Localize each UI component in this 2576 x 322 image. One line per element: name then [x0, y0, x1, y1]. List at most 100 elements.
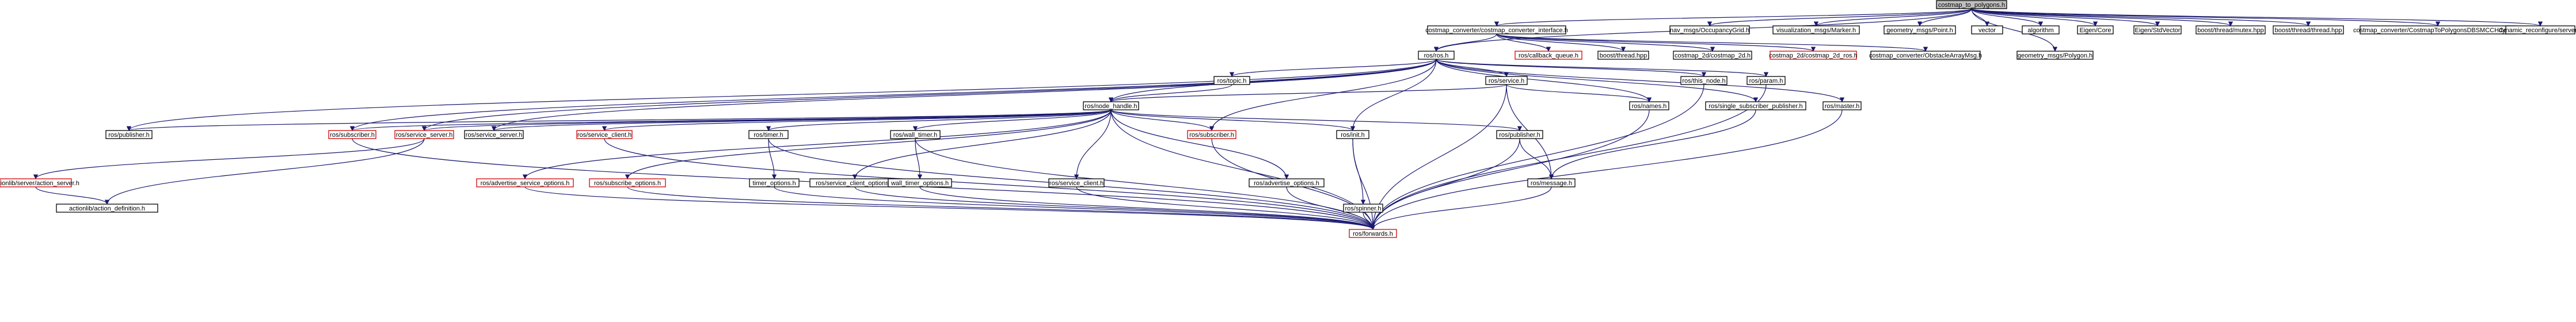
node-ros-wall-timer-h[interactable]: ros/wall_timer.h: [890, 130, 941, 139]
node-label: costmap_converter/costmap_converter_inte…: [1425, 27, 1568, 34]
node-ros-timer-h[interactable]: ros/timer.h: [748, 130, 789, 139]
node-box: [1213, 76, 1250, 85]
node-box: [1669, 25, 1750, 34]
node-label: ros/callback_queue.h: [1519, 52, 1578, 59]
node-ros-service-client-h[interactable]: ros/service_client.h: [576, 130, 633, 139]
node-ros-init-h[interactable]: ros/init.h: [1336, 130, 1369, 139]
edge-nodehandle-to-advsrvopts: [522, 109, 1112, 179]
node-box: [1485, 76, 1528, 85]
edge-nodehandle-to-svcclientopts: [852, 109, 1112, 179]
edge-master-to-forwards: [1370, 109, 1843, 230]
node-boost-thread-mutex-hpp[interactable]: boost/thread/mutex.hpp: [2196, 25, 2266, 34]
node-boost-thread-thread-hpp[interactable]: boost/thread/thread.hpp: [2273, 25, 2344, 34]
node-ros-forwards-h[interactable]: ros/forwards.h: [1349, 229, 1397, 238]
node-box: [2273, 25, 2344, 34]
node-ros-this-node-h[interactable]: ros/this_node.h: [1680, 76, 1728, 85]
node-ros-subscriber-h[interactable]: ros/subscriber.h: [1187, 130, 1236, 139]
node-ros-service-h[interactable]: ros/service.h: [1485, 76, 1528, 85]
node-ros-ros-h[interactable]: ros/ros.h: [1418, 51, 1455, 60]
node-ros-spinner-h[interactable]: ros/spinner.h: [1343, 204, 1383, 213]
node-wall-timer-options-h[interactable]: wall_timer_options.h: [888, 178, 952, 187]
node-label: visualization_msgs/Marker.h: [1776, 27, 1856, 34]
node-label: ros/master.h: [1825, 103, 1860, 110]
node-ros-subscriber-h[interactable]: ros/subscriber.h: [328, 130, 376, 139]
node-ros-subscribe-options-h[interactable]: ros/subscribe_options.h: [589, 178, 666, 187]
node-costmap-2d-costmap-2d-h[interactable]: costmap_2d/costmap_2d.h: [1673, 51, 1752, 60]
node-box: [1936, 0, 2007, 9]
node-ros-service-client-h[interactable]: ros/service_client.h: [1048, 178, 1105, 187]
node-ros-publisher-h[interactable]: ros/publisher.h: [105, 130, 153, 139]
node-ros-advertise-service-options-h[interactable]: ros/advertise_service_options.h: [476, 178, 574, 187]
node-label: geometry_msgs/Point.h: [1886, 27, 1953, 34]
node-box: [1336, 130, 1369, 139]
edge-names-to-forwards: [1370, 109, 1650, 230]
node-box: [1870, 51, 1981, 60]
node-ros-master-h[interactable]: ros/master.h: [1822, 101, 1862, 110]
node-costmap-to-polygons-h[interactable]: costmap_to_polygons.h: [1936, 0, 2007, 9]
node-nav-msgs-occupancygrid-h[interactable]: nav_msgs/OccupancyGrid.h: [1669, 25, 1750, 34]
node-ros-callback-queue-h[interactable]: ros/callback_queue.h: [1515, 51, 1582, 60]
node-label: dynamic_reconfigure/server.h: [2499, 27, 2576, 34]
node-label: ros/param.h: [1749, 78, 1783, 85]
node-boost-thread-hpp[interactable]: boost/thread.hpp: [1597, 51, 1649, 60]
node-label: ros/names.h: [1632, 103, 1667, 110]
node-geometry-msgs-point-h[interactable]: geometry_msgs/Point.h: [1884, 25, 1956, 34]
node-eigen-core[interactable]: Eigen/Core: [2077, 25, 2114, 34]
edge-svcclientopts-to-forwards: [854, 186, 1376, 230]
node-actionlib-server-action-server-h[interactable]: actionlib/server/action_server.h: [0, 178, 79, 187]
node-box: [1770, 51, 1857, 60]
node-box: [1597, 51, 1649, 60]
node-costmap-converter-obstaclearraymsg-h[interactable]: costmap_converter/ObstacleArrayMsg.h: [1869, 51, 1982, 60]
edge-init-to-forwards: [1352, 138, 1376, 230]
node-box: [394, 130, 454, 139]
node-label: ros/publisher.h: [108, 132, 150, 139]
node-eigen-stdvector[interactable]: Eigen/StdVector: [2133, 25, 2182, 34]
node-label: costmap_2d/costmap_2d_ros.h: [1769, 52, 1857, 59]
node-ros-param-h[interactable]: ros/param.h: [1746, 76, 1786, 85]
node-label: Eigen/StdVector: [2135, 27, 2181, 34]
node-costmap-converter-costmap-converter-interface-h[interactable]: costmap_converter/costmap_converter_inte…: [1425, 25, 1568, 34]
node-label: Eigen/Core: [2079, 27, 2111, 34]
node-label: ros/node_handle.h: [1085, 103, 1137, 110]
edge-cmc_iface-to-cbqueue: [1496, 33, 1551, 52]
node-ros-topic-h[interactable]: ros/topic.h: [1213, 76, 1250, 85]
edge-nodehandle-to-subscriber2: [1110, 109, 1215, 131]
node-label: ros/advertise_options.h: [1254, 180, 1319, 187]
node-dynamic-reconfigure-server-h[interactable]: dynamic_reconfigure/server.h: [2499, 25, 2576, 34]
edge-walltimer-to-walltimeropts: [915, 138, 923, 179]
edge-root-to-algorithm: [1971, 8, 2044, 26]
edges-layer: [33, 8, 2543, 230]
node-ros-service-server-h[interactable]: ros/service_server.h: [394, 130, 454, 139]
edge-singlesub-to-message: [1548, 109, 1756, 179]
node-ros-node-handle-h[interactable]: ros/node_handle.h: [1083, 101, 1139, 110]
node-vector[interactable]: vector: [1971, 25, 2003, 34]
node-geometry-msgs-polygon-h[interactable]: geometry_msgs/Polygon.h: [2016, 51, 2094, 60]
edge-walltimeropts-to-forwards: [919, 186, 1376, 230]
edge-rosh-to-publisher: [127, 59, 1437, 131]
edge-root-to-eigenstd: [1971, 8, 2160, 26]
node-ros-service-client-options-h[interactable]: ros/service_client_options.h: [809, 178, 900, 187]
edge-topic-to-nodehandle: [1108, 84, 1232, 102]
node-ros-advertise-options-h[interactable]: ros/advertise_options.h: [1249, 178, 1325, 187]
edge-actserver-to-actdef: [35, 186, 110, 205]
node-ros-names-h[interactable]: ros/names.h: [1629, 101, 1669, 110]
node-visualization-msgs-marker-h[interactable]: visualization_msgs/Marker.h: [1772, 25, 1860, 34]
node-actionlib-action-definition-h[interactable]: actionlib/action_definition.h: [56, 204, 158, 213]
node-algorithm[interactable]: algorithm: [2022, 25, 2060, 34]
node-ros-publisher-h[interactable]: ros/publisher.h: [1496, 130, 1543, 139]
node-costmap-converter-costmaptopolygonsdbsmcchconfig-h[interactable]: costmap_converter/CostmapToPolygonsDBSMC…: [2353, 25, 2522, 34]
node-box: [576, 130, 633, 139]
node-label: costmap_to_polygons.h: [1938, 2, 2005, 9]
node-label: ros/init.h: [1341, 132, 1365, 139]
node-timer-options-h[interactable]: timer_options.h: [749, 178, 800, 187]
node-ros-service-server-h[interactable]: ros/service_server.h: [464, 130, 524, 139]
node-box: [1343, 204, 1383, 213]
node-ros-single-subscriber-publisher-h[interactable]: ros/single_subscriber_publisher.h: [1705, 101, 1806, 110]
node-box: [2022, 25, 2060, 34]
node-costmap-2d-costmap-2d-ros-h[interactable]: costmap_2d/costmap_2d_ros.h: [1769, 51, 1858, 60]
node-box: [1515, 51, 1582, 60]
edge-servclient-to-forwards: [604, 138, 1376, 230]
node-ros-message-h[interactable]: ros/message.h: [1527, 178, 1576, 187]
node-label: ros/timer.h: [754, 132, 783, 139]
node-label: ros/service_client.h: [1049, 180, 1104, 187]
